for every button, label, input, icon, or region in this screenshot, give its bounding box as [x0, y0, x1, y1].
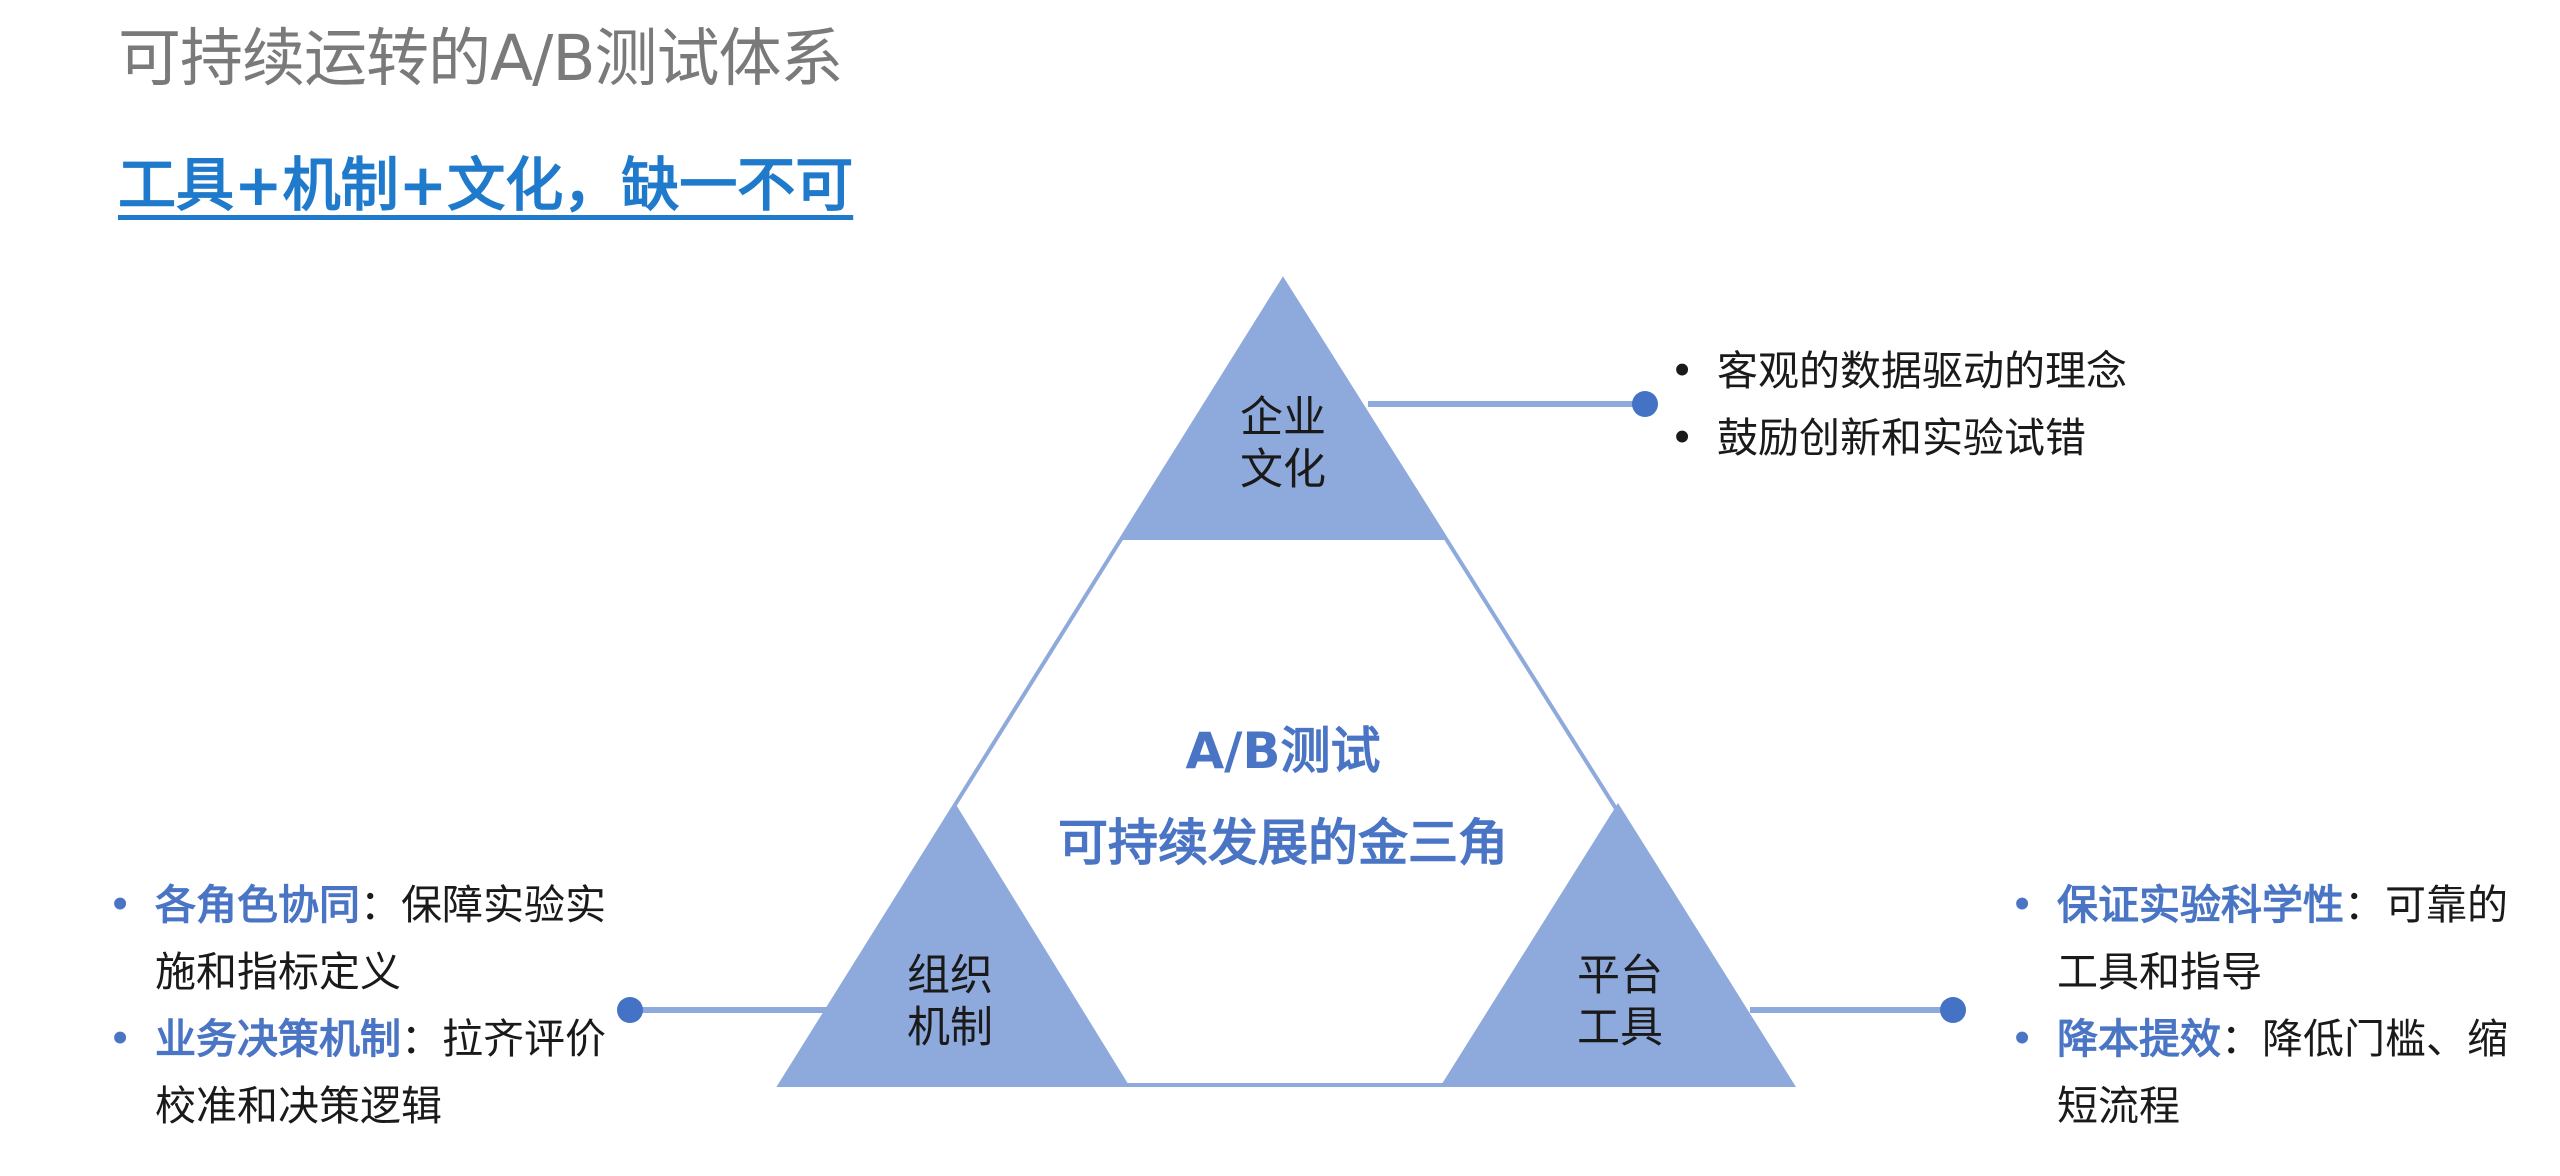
mechanism-connector-dot — [617, 997, 643, 1023]
culture-connector-dot — [1632, 391, 1658, 417]
tool-note-text: ：可靠的工具和指导 — [2057, 881, 2508, 996]
culture-triangle — [1120, 280, 1446, 540]
tool-connector-dot — [1940, 997, 1966, 1023]
mechanism-note-text: ：保障实验实施和指标定义 — [155, 881, 606, 996]
list-item: • 各角色协同：保障实验实施和指标定义 — [108, 872, 628, 1006]
list-item: • 降本提效：降低门槛、缩短流程 — [2010, 1006, 2530, 1140]
tool-note-text: ：降低门槛、缩短流程 — [2057, 1015, 2508, 1130]
tool-label-line2: 工具 — [1577, 1003, 1663, 1053]
culture-note-text: 客观的数据驱动的理念 — [1717, 347, 2127, 395]
culture-label-line1: 企业 — [1240, 393, 1326, 443]
bullet: • — [108, 881, 133, 929]
tool-note-keyword: 降本提效 — [2057, 1015, 2221, 1063]
list-item: • 客观的数据驱动的理念 — [1670, 338, 2127, 405]
bullet: • — [108, 1015, 133, 1063]
list-item: • 业务决策机制：拉齐评价校准和决策逻辑 — [108, 1006, 628, 1140]
list-item: • 保证实验科学性：可靠的工具和指导 — [2010, 872, 2530, 1006]
mechanism-note-keyword: 业务决策机制 — [155, 1015, 401, 1063]
page-title: 可持续运转的A/B测试体系 — [118, 22, 844, 95]
culture-notes: • 客观的数据驱动的理念 • 鼓励创新和实验试错 — [1670, 338, 2127, 472]
mechanism-triangle — [778, 803, 1130, 1087]
culture-note-text: 鼓励创新和实验试错 — [1717, 414, 2086, 462]
tool-notes: • 保证实验科学性：可靠的工具和指导 • 降本提效：降低门槛、缩短流程 — [2010, 872, 2530, 1140]
bullet: • — [1670, 414, 1695, 462]
mechanism-note-text: ：拉齐评价校准和决策逻辑 — [155, 1015, 606, 1130]
page-subtitle: 工具+机制+文化，缺一不可 — [118, 151, 854, 219]
mechanism-label-line2: 机制 — [907, 1003, 993, 1053]
tool-label-line1: 平台 — [1577, 951, 1663, 1001]
list-item: • 鼓励创新和实验试错 — [1670, 405, 2127, 472]
tool-note-keyword: 保证实验科学性 — [2057, 881, 2344, 929]
mechanism-label-line1: 组织 — [907, 951, 993, 1001]
culture-label-line2: 文化 — [1240, 445, 1326, 495]
bullet: • — [2010, 1015, 2035, 1063]
tool-triangle — [1440, 803, 1796, 1087]
outer-triangle-outline — [776, 276, 1794, 1087]
bullet: • — [2010, 881, 2035, 929]
mechanism-notes: • 各角色协同：保障实验实施和指标定义 • 业务决策机制：拉齐评价校准和决策逻辑 — [108, 872, 628, 1140]
bullet: • — [1670, 347, 1695, 395]
center-label-line2: 可持续发展的金三角 — [1058, 814, 1508, 872]
mechanism-note-keyword: 各角色协同 — [155, 881, 360, 929]
center-label-line1: A/B测试 — [1185, 722, 1380, 780]
